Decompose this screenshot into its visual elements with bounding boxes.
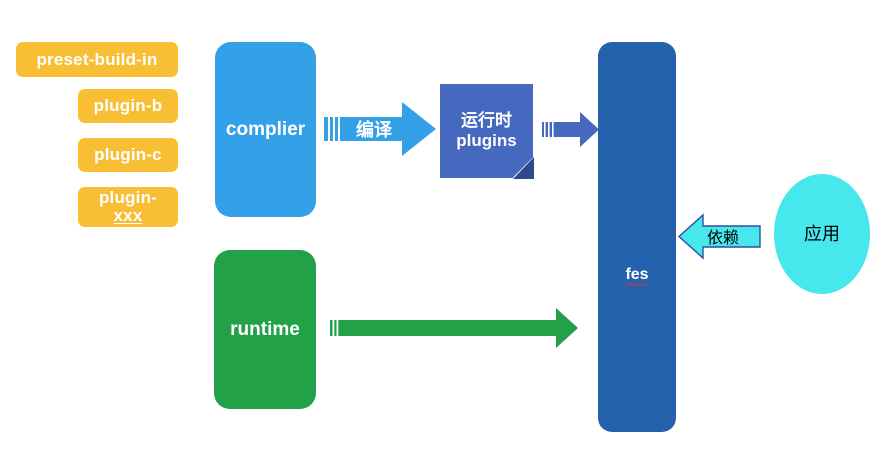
plugin-chip-plugin-b[interactable]: plugin-b bbox=[78, 89, 178, 123]
arrow-tail-stripe bbox=[333, 117, 335, 141]
arrow-depend bbox=[677, 213, 761, 260]
node-runtime[interactable]: runtime bbox=[214, 250, 316, 409]
plugin-chip-label: plugin-c bbox=[94, 145, 162, 165]
plugin-chip-label-line1: plugin- bbox=[98, 187, 158, 207]
plugin-chip-label: preset-build-in bbox=[36, 49, 158, 69]
arrow-compile-label: 编译 bbox=[356, 120, 392, 140]
arrow-plugins-to-fes bbox=[542, 112, 599, 147]
arrow-plugins-to-fes-shape bbox=[542, 112, 599, 147]
node-runtime-plugins-label-line2: plugins bbox=[456, 131, 517, 150]
node-runtime-label: runtime bbox=[230, 318, 300, 340]
plugin-chip-label-line2: xxx bbox=[113, 206, 143, 225]
arrow-tail-stripe bbox=[548, 122, 550, 137]
arrow-tail-stripe bbox=[336, 320, 339, 336]
arrow-compile-shape bbox=[324, 102, 436, 156]
arrow-tail-stripe bbox=[544, 122, 546, 137]
arrow-runtime-to-fes bbox=[330, 308, 578, 348]
plugin-chip-plugin-c[interactable]: plugin-c bbox=[78, 138, 178, 172]
node-complier[interactable]: complier bbox=[215, 42, 316, 217]
arrow-tail-stripe bbox=[332, 320, 335, 336]
node-fes[interactable]: fes bbox=[598, 42, 676, 432]
arrow-tail-stripe bbox=[552, 122, 554, 137]
arrow-runtime-to-fes-shape bbox=[330, 308, 578, 348]
plugin-chip-plugin-xxx[interactable]: plugin- xxx bbox=[78, 187, 178, 227]
node-complier-label: complier bbox=[225, 118, 306, 140]
arrow-depend-label: 依赖 bbox=[706, 230, 739, 247]
node-runtime-plugins[interactable]: 运行时 plugins bbox=[440, 84, 533, 178]
node-fes-label: fes bbox=[625, 266, 649, 283]
arrow-depend-shape bbox=[677, 213, 761, 260]
plugin-chip-preset-build-in[interactable]: preset-build-in bbox=[16, 42, 178, 77]
arrow-compile bbox=[324, 102, 436, 156]
node-runtime-plugins-label-line1: 运行时 bbox=[461, 111, 512, 131]
node-app[interactable]: 应用 bbox=[774, 174, 870, 294]
arrow-tail-stripe bbox=[338, 117, 340, 141]
plugin-chip-label: plugin-b bbox=[93, 96, 163, 116]
node-app-label: 应用 bbox=[804, 223, 840, 244]
arrow-tail-stripe bbox=[328, 117, 330, 141]
